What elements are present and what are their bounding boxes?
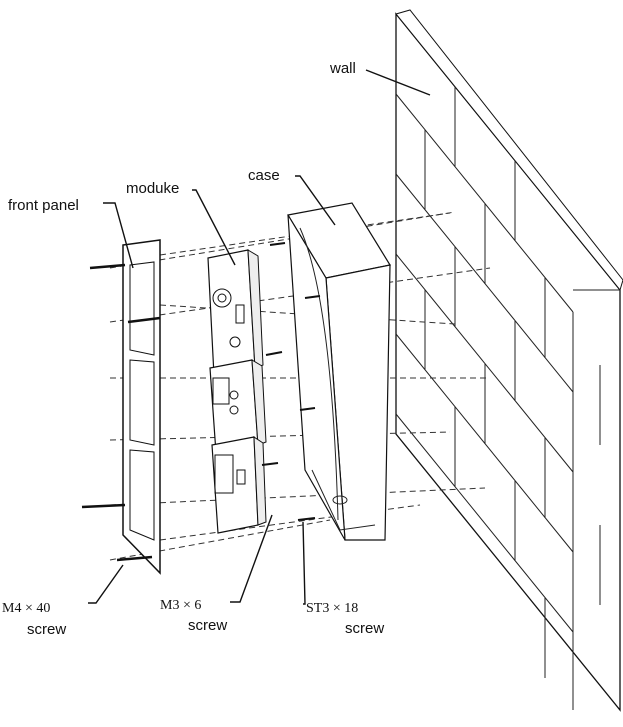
leader-lines — [88, 69, 431, 605]
wall-brick-lines — [395, 87, 620, 710]
label-screw-word-2: screw — [188, 617, 227, 634]
front-panel — [122, 239, 161, 575]
wall — [395, 9, 623, 712]
screws — [81, 242, 321, 562]
label-front-panel: front panel — [8, 197, 79, 214]
modules — [207, 249, 267, 534]
label-case: case — [248, 167, 280, 184]
label-screw-word-1: screw — [27, 621, 66, 638]
label-screw-st3: ST3 × 18 — [306, 601, 358, 616]
case — [287, 202, 391, 541]
label-wall: wall — [329, 60, 356, 77]
label-screw-m4: M4 × 40 — [2, 601, 50, 616]
label-module: moduke — [126, 180, 179, 197]
label-screw-m3: M3 × 6 — [160, 598, 201, 613]
label-screw-word-3: screw — [345, 620, 384, 637]
